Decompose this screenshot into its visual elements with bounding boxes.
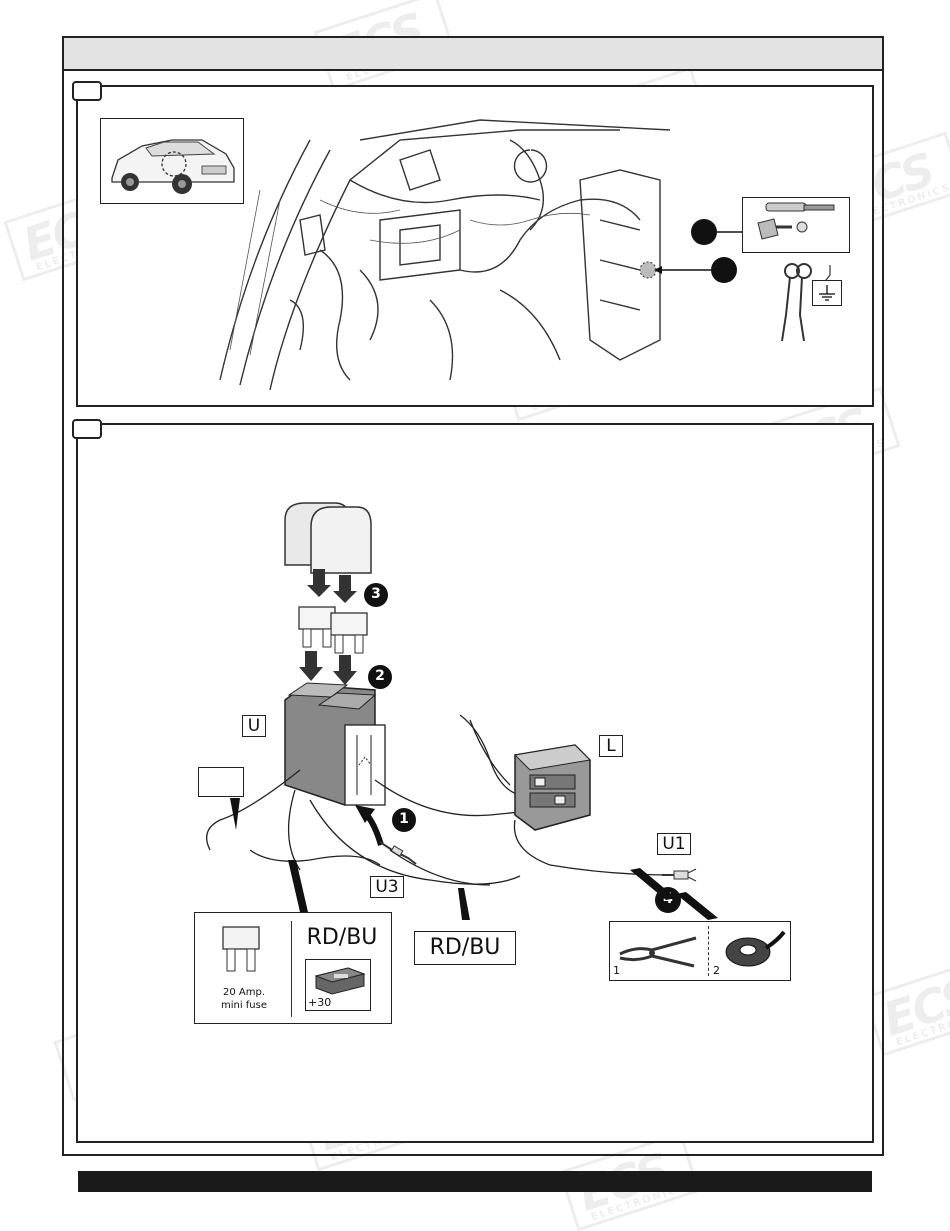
step-2-label: 2 [367, 668, 393, 684]
tool-1-number: 1 [613, 964, 620, 977]
step-3-label: 3 [363, 586, 389, 602]
pliers-icon [616, 932, 706, 972]
label-u: U [242, 715, 266, 737]
panel-tab-a [72, 81, 102, 101]
wire-color-tag: RD/BU [414, 931, 516, 965]
tools-divider [708, 926, 709, 976]
ground-symbol-icon [814, 282, 840, 304]
vehicle-interior-drawing [200, 100, 670, 400]
u1-connector-icon [660, 865, 700, 885]
ground-symbol-box [812, 280, 842, 306]
fuse-type-label: mini fuse [203, 1000, 285, 1011]
info-divider [291, 921, 292, 1017]
tools-box: 1 2 [609, 921, 791, 981]
header-bar [64, 38, 882, 71]
panel-tab-b [72, 419, 102, 439]
relay-icon [308, 962, 370, 998]
label-l: L [599, 735, 623, 757]
relay-image-box: +30 [305, 959, 371, 1011]
tool-2-number: 2 [713, 964, 720, 977]
bolt-icon [744, 199, 848, 251]
footer-bar [78, 1171, 872, 1192]
plus30-label: +30 [308, 996, 331, 1009]
fuse-amp-label: 20 Amp. [203, 987, 285, 998]
relay-color-label: RD/BU [295, 925, 389, 950]
fuse-info-box: 20 Amp. mini fuse RD/BU +30 [194, 912, 392, 1024]
fuse-icon [213, 921, 273, 981]
tape-roll-icon [718, 926, 788, 976]
bolt-detail-box [742, 197, 850, 253]
